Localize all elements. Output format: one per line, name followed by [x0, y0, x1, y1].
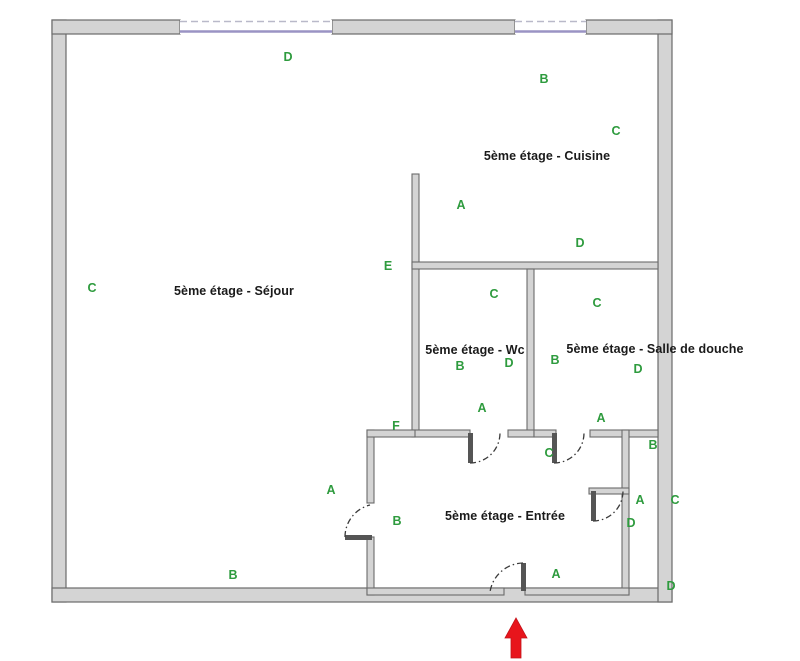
entrance-direction-arrow	[504, 617, 528, 659]
room-label-wc: 5ème étage - Wc	[425, 343, 525, 357]
doors	[344, 432, 624, 593]
corner-letter: D	[283, 50, 293, 64]
room-label-salle-de-douche: 5ème étage - Salle de douche	[566, 342, 744, 356]
corner-letter: D	[666, 579, 676, 593]
corner-letter: A	[326, 483, 336, 497]
wall-entree-threshold-right	[524, 587, 630, 596]
door-closet	[591, 490, 624, 522]
corner-letter: B	[550, 353, 560, 367]
corner-letter: B	[648, 438, 658, 452]
corner-letter: B	[392, 514, 402, 528]
corner-letter: A	[551, 567, 561, 581]
corner-letter: B	[539, 72, 549, 86]
outer-wall-top-segment-1	[51, 19, 181, 35]
wall-wc-douche-divider	[526, 268, 535, 436]
corner-letter: B	[455, 359, 465, 373]
outer-wall-top-segment-2	[331, 19, 516, 35]
room-label-cuisine: 5ème étage - Cuisine	[483, 149, 611, 163]
window-top-right	[515, 20, 586, 34]
corner-letter: A	[596, 411, 606, 425]
door-main-entrance	[489, 562, 526, 593]
corner-letter: D	[504, 356, 514, 370]
wall-wc-bottom-right-stub	[507, 429, 535, 438]
corner-letter: A	[477, 401, 487, 415]
outer-wall-right	[657, 19, 673, 603]
wall-sejour-vertical-spine	[411, 173, 420, 436]
wall-entree-left-upper	[366, 429, 375, 504]
room-label-entree: 5ème étage - Entrée	[444, 509, 566, 523]
wall-entree-threshold-left	[366, 587, 505, 596]
corner-letter: E	[383, 259, 393, 273]
corner-letter: F	[392, 419, 400, 433]
corner-letter: C	[670, 493, 680, 507]
corner-letter: D	[575, 236, 585, 250]
corner-letter: D	[633, 362, 643, 376]
wall-entree-top-left	[366, 429, 416, 438]
corner-letter: C	[611, 124, 621, 138]
wall-cuisine-bottom	[411, 261, 659, 270]
corner-letter: C	[489, 287, 499, 301]
corner-letter: C	[592, 296, 602, 310]
wall-closet-stub	[588, 487, 630, 495]
corner-letter: B	[228, 568, 238, 582]
corner-letter: D	[626, 516, 636, 530]
corner-letter: C	[544, 446, 554, 460]
corner-letter: A	[635, 493, 645, 507]
door-sejour	[344, 504, 372, 540]
room-label-sejour: 5ème étage - Séjour	[173, 284, 295, 298]
outer-wall-top-segment-3	[585, 19, 673, 35]
windows	[180, 20, 586, 34]
outer-walls	[51, 19, 673, 603]
outer-wall-left	[51, 19, 67, 603]
corner-letter: C	[87, 281, 97, 295]
window-top-left	[180, 20, 332, 34]
door-salle-de-douche	[552, 432, 585, 464]
corner-letter: A	[456, 198, 466, 212]
door-wc	[468, 432, 501, 464]
wall-wc-bottom-left-stub	[411, 429, 471, 438]
wall-entree-right-divider	[621, 429, 630, 596]
interior-walls	[366, 173, 659, 596]
wall-entree-left-lower	[366, 536, 375, 596]
